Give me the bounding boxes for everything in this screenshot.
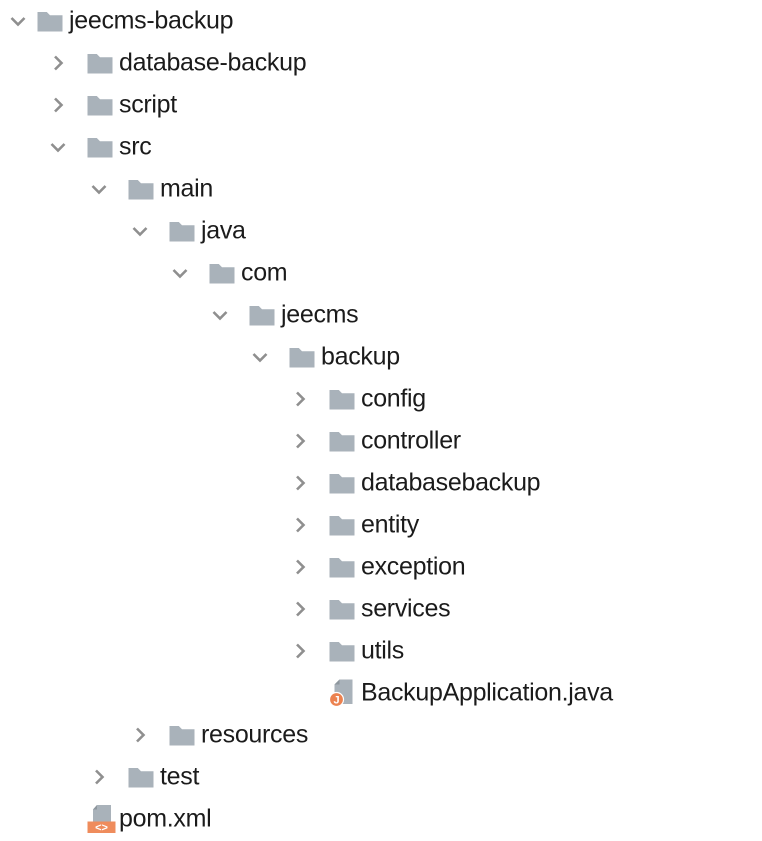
tree-item-resources[interactable]: resources bbox=[0, 714, 762, 756]
tree-item-label: BackupApplication.java bbox=[361, 678, 613, 707]
tree-item-label: pom.xml bbox=[119, 804, 212, 833]
folder-icon bbox=[37, 10, 63, 32]
folder-icon bbox=[209, 262, 235, 284]
folder-icon bbox=[329, 640, 355, 662]
tree-item-utils[interactable]: utils bbox=[0, 630, 762, 672]
tree-item-databasebackup[interactable]: databasebackup bbox=[0, 462, 762, 504]
tree-item-services[interactable]: services bbox=[0, 588, 762, 630]
tree-item-src[interactable]: src bbox=[0, 126, 762, 168]
tree-item-pom-xml[interactable]: <> pom.xml bbox=[0, 798, 762, 840]
chevron-right-icon[interactable] bbox=[129, 724, 151, 746]
tree-item-com[interactable]: com bbox=[0, 252, 762, 294]
tree-item-label: database-backup bbox=[119, 48, 307, 77]
tree-item-java[interactable]: java bbox=[0, 210, 762, 252]
chevron-right-icon[interactable] bbox=[289, 598, 311, 620]
svg-text:J: J bbox=[333, 695, 339, 707]
tree-item-label: exception bbox=[361, 552, 466, 581]
tree-item-database-backup[interactable]: database-backup bbox=[0, 42, 762, 84]
tree-item-exception[interactable]: exception bbox=[0, 546, 762, 588]
chevron-down-icon[interactable] bbox=[249, 346, 271, 368]
java-file-icon: J bbox=[329, 679, 355, 707]
folder-icon bbox=[128, 178, 154, 200]
folder-icon bbox=[169, 220, 195, 242]
tree-item-test[interactable]: test bbox=[0, 756, 762, 798]
chevron-right-icon[interactable] bbox=[289, 472, 311, 494]
folder-icon bbox=[329, 514, 355, 536]
tree-item-main[interactable]: main bbox=[0, 168, 762, 210]
tree-item-label: test bbox=[160, 762, 200, 791]
tree-item-backupapplication-java[interactable]: J BackupApplication.java bbox=[0, 672, 762, 714]
tree-item-label: controller bbox=[361, 426, 461, 455]
tree-item-label: entity bbox=[361, 510, 419, 539]
chevron-down-icon[interactable] bbox=[129, 220, 151, 242]
tree-item-entity[interactable]: entity bbox=[0, 504, 762, 546]
chevron-down-icon[interactable] bbox=[169, 262, 191, 284]
svg-text:<>: <> bbox=[95, 822, 108, 834]
chevron-right-icon[interactable] bbox=[289, 430, 311, 452]
xml-file-icon: <> bbox=[87, 804, 116, 834]
tree-item-controller[interactable]: controller bbox=[0, 420, 762, 462]
folder-icon bbox=[128, 766, 154, 788]
folder-icon bbox=[249, 304, 275, 326]
tree-item-label: resources bbox=[201, 720, 309, 749]
tree-item-label: backup bbox=[321, 342, 400, 371]
tree-item-label: services bbox=[361, 594, 451, 623]
folder-icon bbox=[289, 346, 315, 368]
chevron-down-icon[interactable] bbox=[209, 304, 231, 326]
folder-icon bbox=[329, 472, 355, 494]
chevron-right-icon[interactable] bbox=[47, 52, 69, 74]
tree-item-backup[interactable]: backup bbox=[0, 336, 762, 378]
tree-item-script[interactable]: script bbox=[0, 84, 762, 126]
chevron-right-icon[interactable] bbox=[289, 388, 311, 410]
tree-item-config[interactable]: config bbox=[0, 378, 762, 420]
chevron-down-icon[interactable] bbox=[7, 10, 29, 32]
chevron-right-icon[interactable] bbox=[88, 766, 110, 788]
tree-item-label: main bbox=[160, 174, 213, 203]
tree-item-label: config bbox=[361, 384, 426, 413]
tree-item-label: databasebackup bbox=[361, 468, 541, 497]
chevron-right-icon[interactable] bbox=[47, 94, 69, 116]
tree-item-jeecms-backup[interactable]: jeecms-backup bbox=[0, 0, 762, 42]
chevron-down-icon[interactable] bbox=[47, 136, 69, 158]
chevron-right-icon[interactable] bbox=[289, 640, 311, 662]
tree-item-label: jeecms-backup bbox=[69, 6, 234, 35]
tree-item-label: script bbox=[119, 90, 177, 119]
tree-item-label: jeecms bbox=[281, 300, 359, 329]
chevron-right-icon[interactable] bbox=[289, 556, 311, 578]
tree-item-label: src bbox=[119, 132, 152, 161]
folder-icon bbox=[329, 598, 355, 620]
tree-item-label: utils bbox=[361, 636, 404, 665]
folder-icon bbox=[169, 724, 195, 746]
folder-icon bbox=[329, 556, 355, 578]
tree-item-label: java bbox=[201, 216, 246, 245]
folder-icon bbox=[87, 94, 113, 116]
tree-item-jeecms[interactable]: jeecms bbox=[0, 294, 762, 336]
folder-icon bbox=[329, 430, 355, 452]
chevron-right-icon[interactable] bbox=[289, 514, 311, 536]
folder-icon bbox=[329, 388, 355, 410]
folder-icon bbox=[87, 136, 113, 158]
chevron-down-icon[interactable] bbox=[88, 178, 110, 200]
tree-item-label: com bbox=[241, 258, 288, 287]
folder-icon bbox=[87, 52, 113, 74]
